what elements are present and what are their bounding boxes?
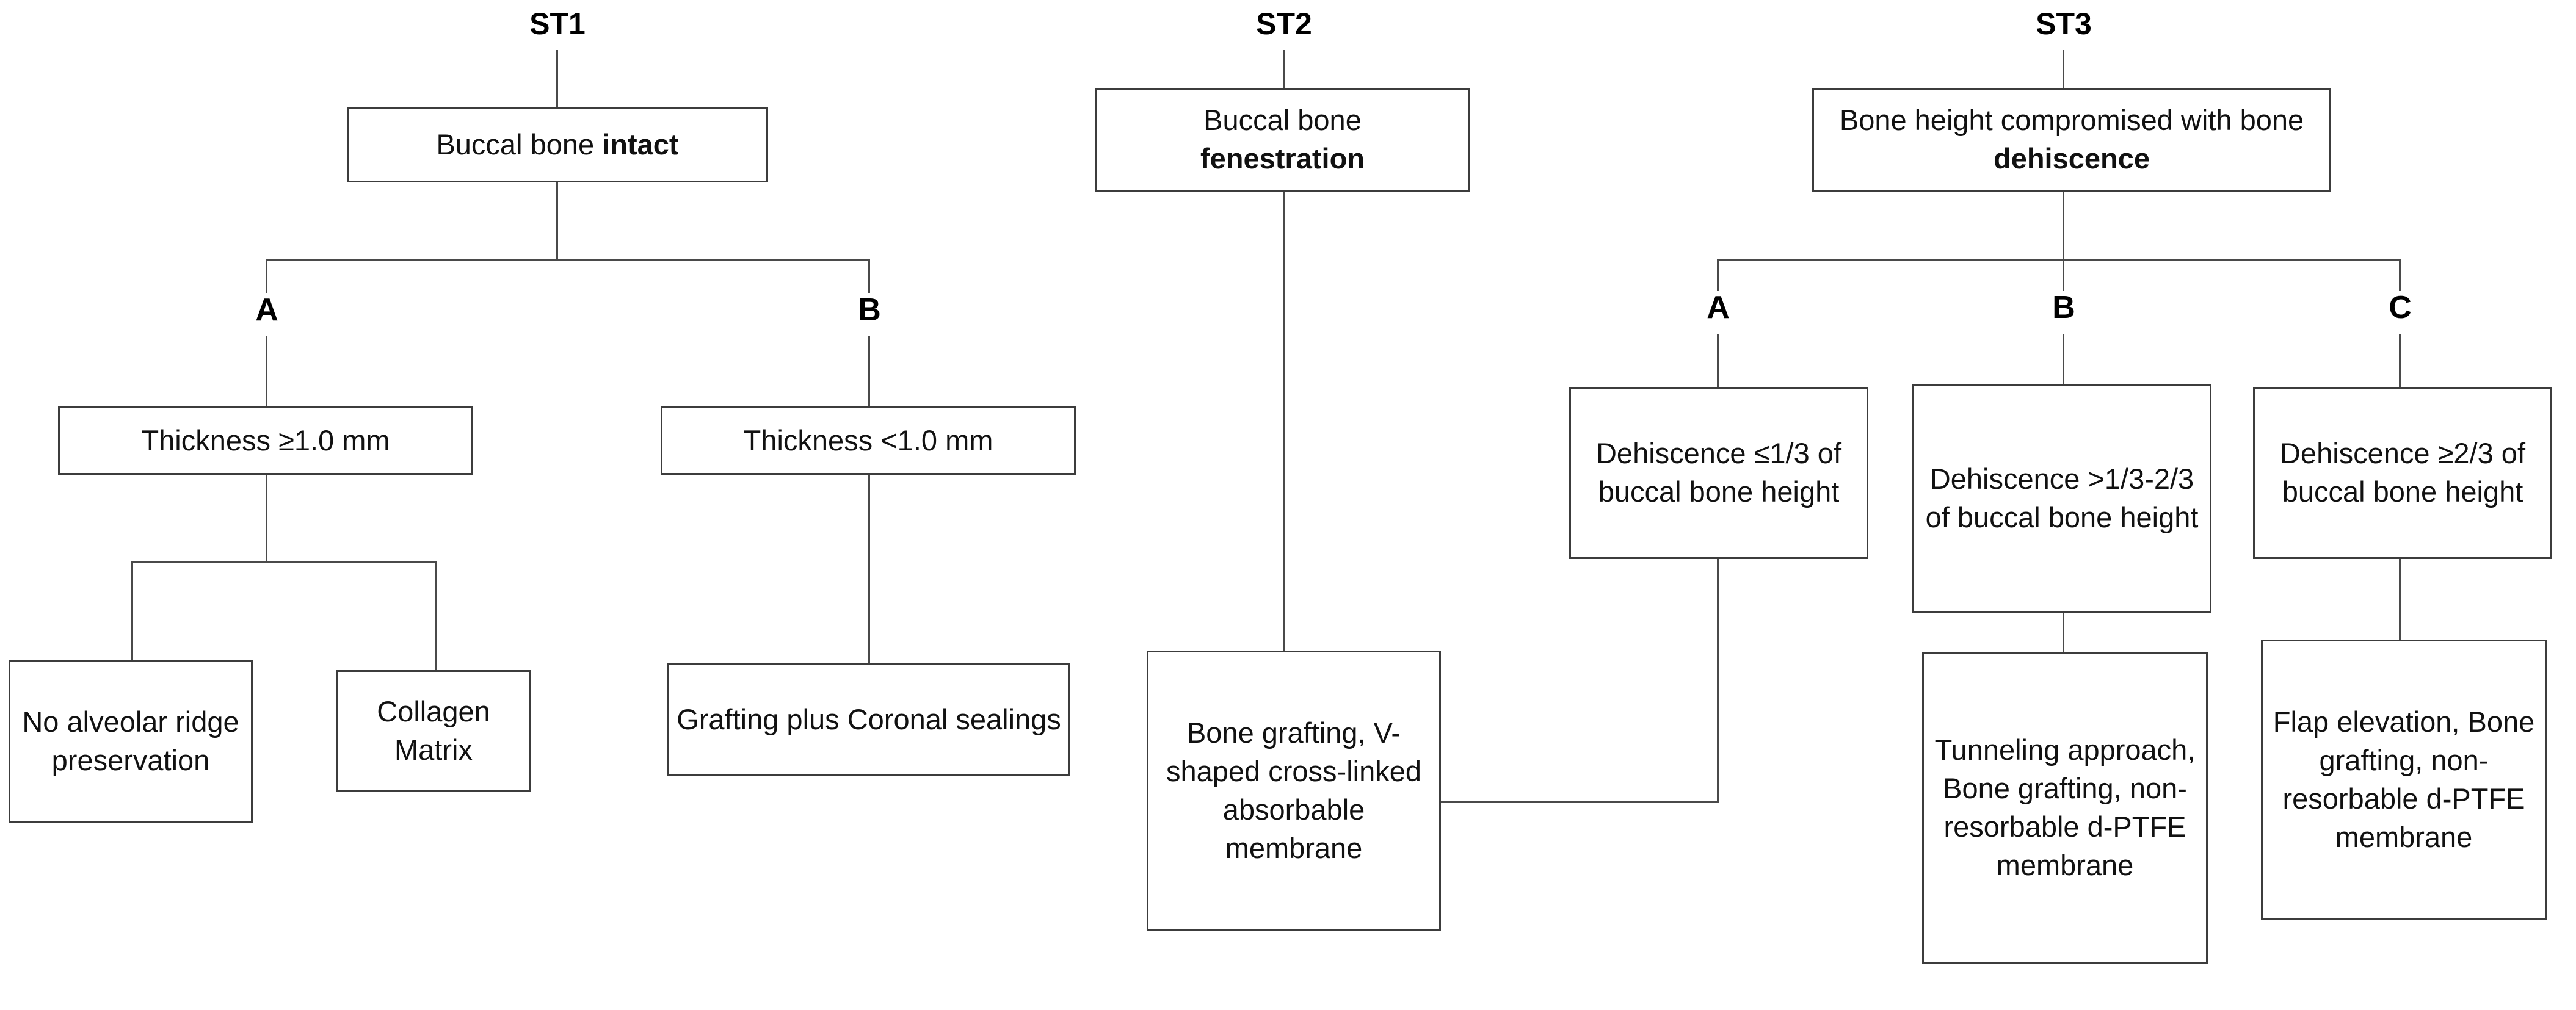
connector-st1-a-split-bar <box>131 561 437 563</box>
st1-root-text: Buccal bone intact <box>355 126 760 164</box>
st1-b-condition-text: Thickness <1.0 mm <box>743 424 993 456</box>
branch-label-st1-a: A <box>255 292 278 328</box>
connector-st1-branch-b-up <box>868 259 870 293</box>
st3-a-condition-text: Dehiscence ≤1/3 of buccal bone height <box>1595 437 1842 508</box>
st3-b-treatment-1-box: Tunneling approach, Bone grafting, non-r… <box>1922 652 2208 964</box>
st3-c-condition-text: Dehiscence ≥2/3 of buccal bone height <box>2279 437 2526 508</box>
st1-a-condition-text: Thickness ≥1.0 mm <box>141 424 390 456</box>
connector-st1-root-down <box>556 182 558 261</box>
st1-a-treatment-1-text: No alveolar ridge preservation <box>22 705 239 776</box>
st2-root-text-plain: Buccal bone <box>1203 104 1362 137</box>
connector-st2-root-down <box>1283 192 1285 651</box>
connector-st2-to-st3a-bar <box>1441 801 1718 803</box>
connector-st3-a-label-to-box <box>1717 334 1719 387</box>
st3-b-condition-box: Dehiscence >1/3-2/3 of buccal bone heigh… <box>1912 384 2211 613</box>
st3-b-condition-text: Dehiscence >1/3-2/3 of buccal bone heigh… <box>1925 463 2199 533</box>
st2-root-text: Buccal bone fenestration <box>1103 101 1462 178</box>
st1-a-treatment-2-text: Collagen Matrix <box>377 695 490 766</box>
st1-b-condition-box: Thickness <1.0 mm <box>661 406 1076 475</box>
st1-root-text-plain: Buccal bone <box>436 128 603 161</box>
st1-b-treatment-1-box: Grafting plus Coronal sealings <box>667 663 1070 776</box>
st3-c-treatment-1-box: Flap elevation, Bone grafting, non-resor… <box>2261 640 2547 920</box>
st3-c-condition-box: Dehiscence ≥2/3 of buccal bone height <box>2253 387 2552 559</box>
connector-st1-b-label-to-box <box>868 336 870 408</box>
st1-root-box: Buccal bone intact <box>347 107 768 182</box>
connector-st1-label-to-root <box>556 50 558 107</box>
connector-st2-label-to-root <box>1283 50 1285 88</box>
connector-st3-split-bar <box>1717 259 2401 261</box>
branch-label-st3-b: B <box>2052 290 2075 325</box>
st2-root-text-bold: fenestration <box>1200 142 1365 175</box>
connector-st3-a-down <box>1717 559 1719 803</box>
st2-treatment-1-text: Bone grafting, V-shaped cross-linked abs… <box>1166 716 1421 864</box>
connector-st3-b-label-to-box <box>2063 334 2064 384</box>
st3-a-condition-box: Dehiscence ≤1/3 of buccal bone height <box>1569 387 1868 559</box>
branch-label-st3-c: C <box>2389 290 2412 325</box>
st2-treatment-1-box: Bone grafting, V-shaped cross-linked abs… <box>1147 651 1441 931</box>
connector-st3-branch-a-up <box>1717 259 1719 291</box>
connector-st3-c-down <box>2399 559 2401 640</box>
connector-st1-b-down <box>868 475 870 663</box>
st1-a-treatment-1-box: No alveolar ridge preservation <box>9 660 253 823</box>
connector-st3-branch-b-up <box>2063 259 2064 291</box>
connector-st1-split-bar <box>266 259 870 261</box>
st2-root-box: Buccal bone fenestration <box>1095 88 1470 192</box>
st1-a-condition-box: Thickness ≥1.0 mm <box>58 406 473 475</box>
st3-root-text-plain: Bone height compromised with bone <box>1839 104 2304 137</box>
group-label-st1: ST1 <box>529 7 586 41</box>
st3-c-treatment-1-text: Flap elevation, Bone grafting, non-resor… <box>2273 705 2535 853</box>
connector-st1-branch-a-up <box>266 259 267 293</box>
group-label-st3: ST3 <box>2036 7 2092 41</box>
st3-root-box: Bone height compromised with bone dehisc… <box>1812 88 2331 192</box>
st3-root-text-bold: dehiscence <box>1993 142 2150 175</box>
connector-st3-label-to-root <box>2063 50 2064 88</box>
connector-st3-root-down <box>2063 192 2064 261</box>
st3-root-text: Bone height compromised with bone dehisc… <box>1820 101 2323 178</box>
connector-st1-a-down <box>266 475 267 563</box>
connector-st3-c-label-to-box <box>2399 334 2401 387</box>
st1-a-treatment-2-box: Collagen Matrix <box>336 670 531 792</box>
connector-st3-b-down <box>2063 613 2064 652</box>
connector-st1-a-t1-down <box>131 561 133 660</box>
branch-label-st1-b: B <box>858 292 881 328</box>
st3-b-treatment-1-text: Tunneling approach, Bone grafting, non-r… <box>1934 734 2196 881</box>
connector-st1-a-label-to-box <box>266 336 267 408</box>
group-label-st2: ST2 <box>1256 7 1312 41</box>
connector-st3-branch-c-up <box>2399 259 2401 291</box>
st1-b-treatment-1-text: Grafting plus Coronal sealings <box>677 702 1061 735</box>
branch-label-st3-a: A <box>1707 290 1730 325</box>
st1-root-text-bold: intact <box>602 128 679 161</box>
connector-st1-a-t2-down <box>435 561 437 670</box>
